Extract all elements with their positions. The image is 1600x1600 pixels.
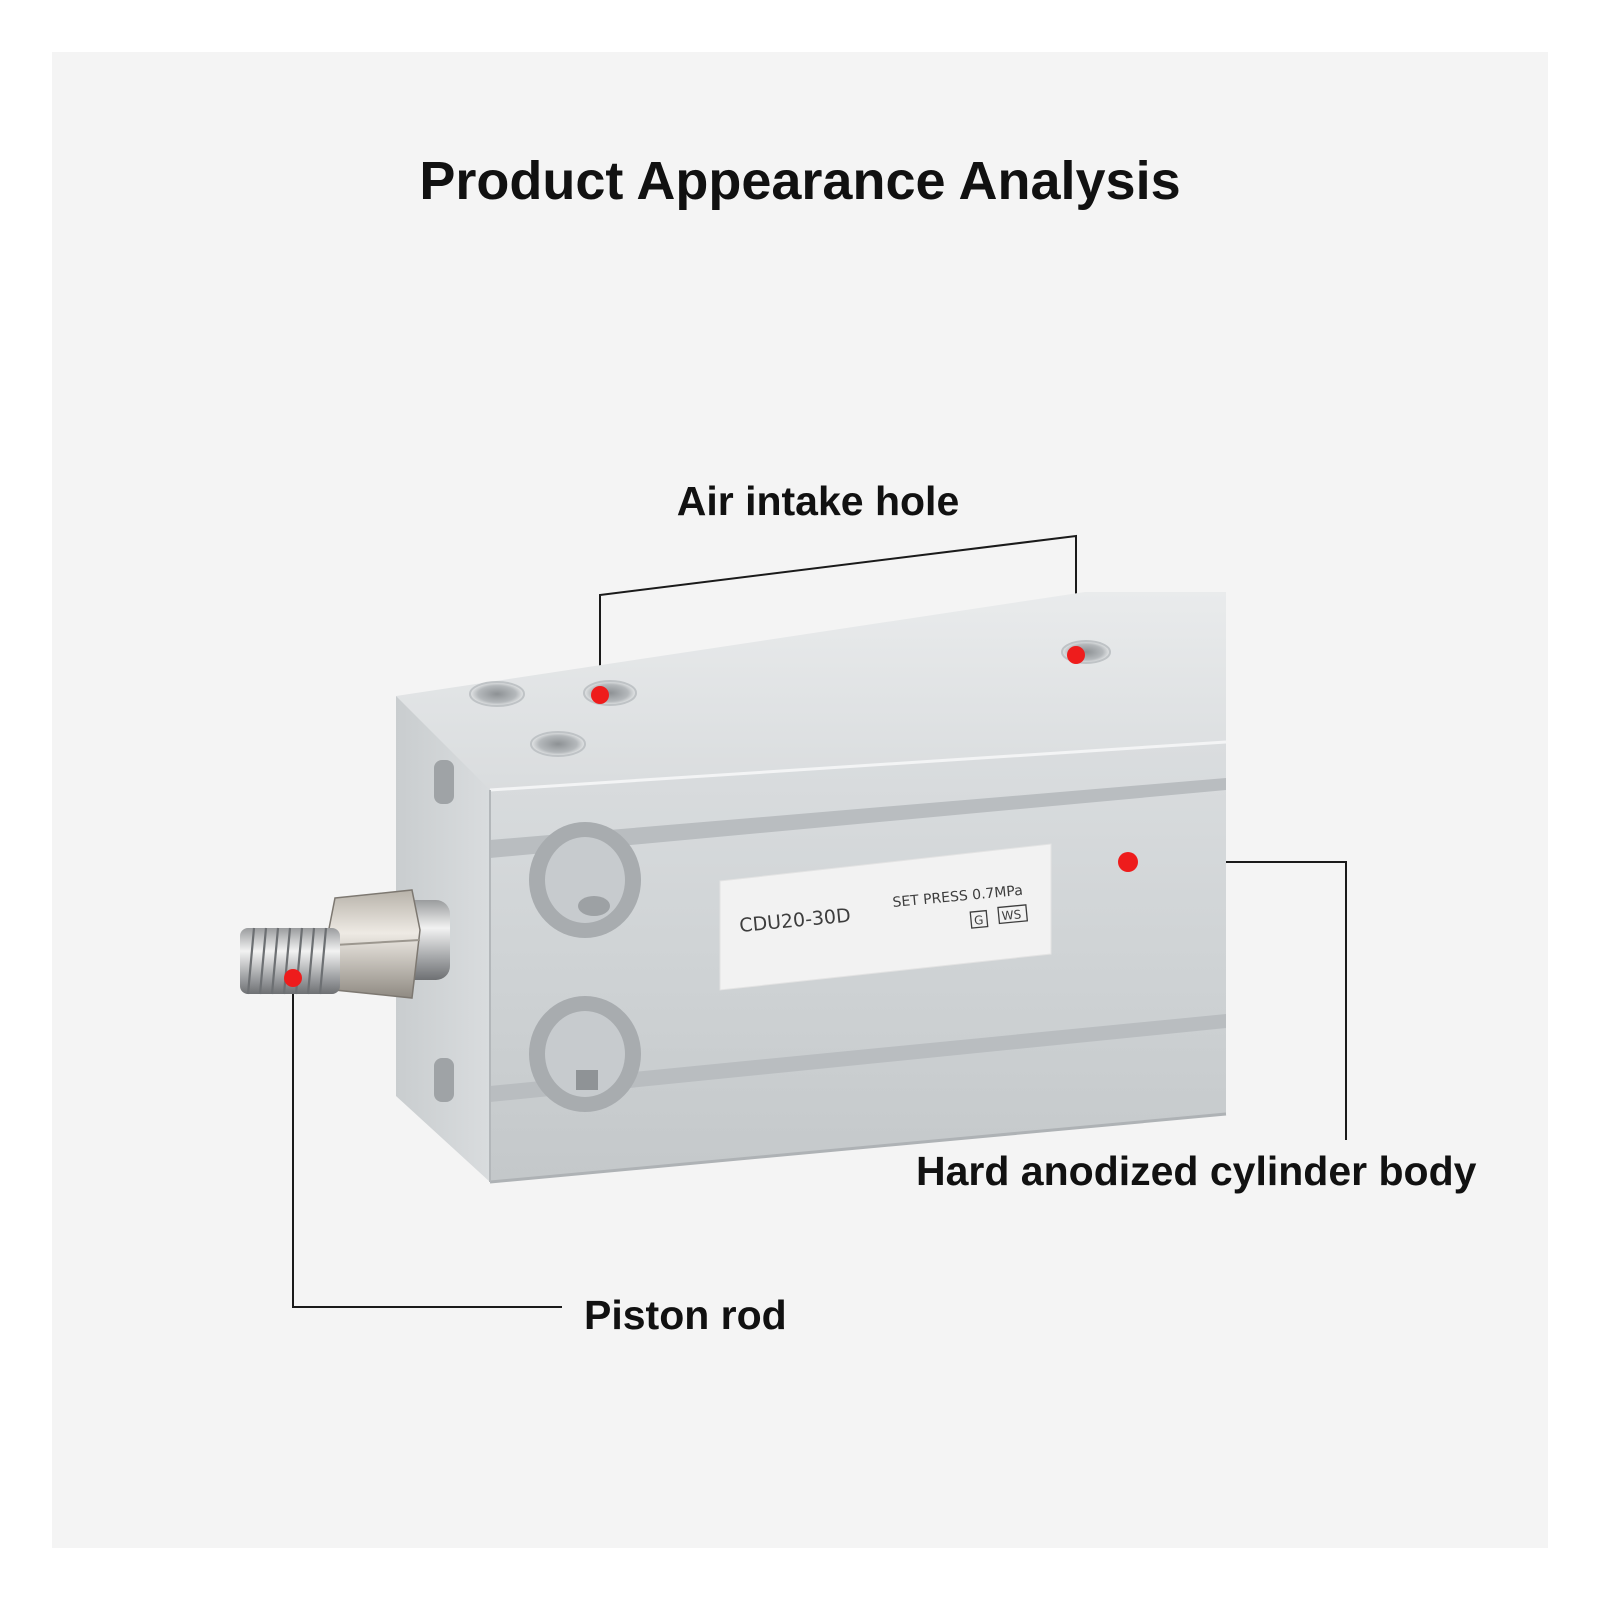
page-title: Product Appearance Analysis — [419, 151, 1181, 211]
piston-rod-assembly — [240, 889, 450, 999]
product-mark-ws: WS — [1001, 907, 1022, 923]
end-mount-hole-lower — [434, 1058, 454, 1102]
top-port-1 — [469, 681, 525, 707]
leader-line-piston-rod — [292, 978, 562, 1308]
callout-piston-rod: Piston rod — [584, 1292, 787, 1338]
product-mark-g: G — [973, 913, 984, 928]
cylinder-body — [396, 592, 1227, 1184]
product-label-plate — [719, 843, 1052, 991]
top-port-2 — [530, 731, 586, 757]
end-mount-hole-upper — [434, 760, 454, 804]
marker-piston-rod — [284, 969, 302, 987]
callout-markers — [284, 646, 1138, 987]
marker-air-intake-right — [1067, 646, 1085, 664]
upper-slot — [490, 778, 1226, 858]
callout-cylinder-body: Hard anodized cylinder body — [916, 1148, 1477, 1194]
marker-air-intake-left — [591, 686, 609, 704]
lower-slot — [490, 1014, 1226, 1102]
marker-cylinder-body — [1118, 852, 1138, 872]
callout-air-intake-hole: Air intake hole — [676, 478, 960, 524]
